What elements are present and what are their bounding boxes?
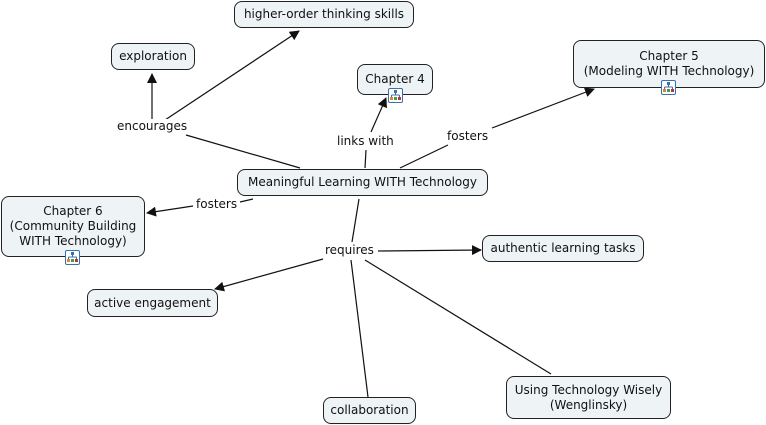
concept-node-hots[interactable]: higher-order thinking skills [234,1,414,28]
concept-node-central[interactable]: Meaningful Learning WITH Technology [237,169,488,196]
concept-map-resource-icon-chapter4[interactable] [388,88,403,103]
arrow-requires-to-authentic [377,245,482,256]
link-label-requires[interactable]: requires [324,243,375,257]
concept-node-wenglinsky[interactable]: Using Technology Wisely (Wenglinsky) [506,376,671,419]
concept-node-exploration[interactable]: exploration [111,43,195,70]
link-label-links-with[interactable]: links with [336,134,395,148]
link-label-fosters-chapter5[interactable]: fosters [446,129,490,143]
line-requires-to-collaboration [350,259,369,398]
concept-node-collaboration[interactable]: collaboration [323,397,416,424]
concept-node-authentic[interactable]: authentic learning tasks [482,235,644,262]
concept-node-chapter5[interactable]: Chapter 5 (Modeling WITH Technology) [573,40,765,88]
arrow-fosters-to-chapter5 [491,87,595,129]
arrow-requires-to-active [214,258,324,292]
concept-map-resource-icon-chapter5[interactable] [661,80,676,95]
arrow-links-with-to-chapter4 [370,97,387,133]
line-central-to-fosters-ch5 [399,144,449,169]
concept-map-resource-icon-chapter6[interactable] [65,250,80,265]
concept-node-chapter4[interactable]: Chapter 4 [357,64,433,95]
arrow-encourages-to-hots [164,30,300,121]
line-central-to-requires [351,198,360,243]
link-label-fosters-chapter6[interactable]: fosters [195,197,239,211]
line-central-to-links-with [364,149,367,169]
arrow-fosters-to-chapter6 [146,205,194,217]
concept-node-active-engagement[interactable]: active engagement [87,289,218,317]
link-label-encourages[interactable]: encourages [116,119,189,133]
concept-node-chapter6[interactable]: Chapter 6 (Community Building WITH Techn… [1,196,145,257]
line-central-to-encourages [185,134,301,169]
line-requires-to-wenglinsky [364,259,552,375]
line-central-to-fosters-ch6 [239,198,254,203]
